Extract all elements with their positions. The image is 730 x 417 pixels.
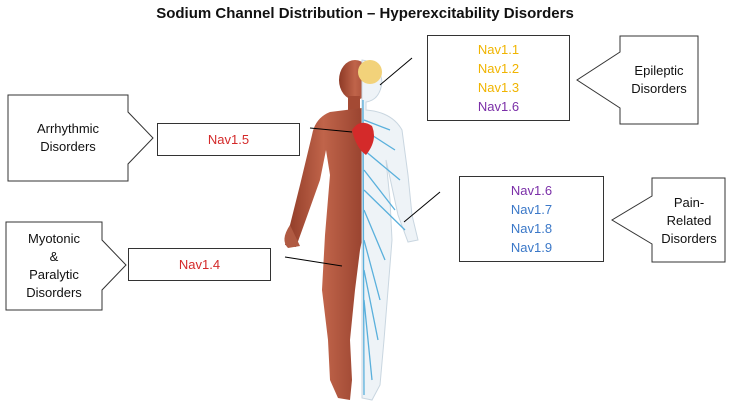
leader-line-heart [309, 127, 353, 133]
channel-label: Nav1.1 [477, 42, 520, 57]
myotonic-line-1: Myotonic [27, 231, 81, 246]
leader-line-nerve [403, 191, 441, 223]
channel-label: Nav1.6 [477, 99, 520, 114]
channel-box-brain: Nav1.1 Nav1.2 Nav1.3 Nav1.6 [427, 35, 570, 121]
channel-label: Nav1.7 [510, 202, 553, 217]
channel-label: Nav1.4 [178, 257, 221, 272]
channel-box-heart: Nav1.5 [157, 123, 300, 156]
channel-box-muscle: Nav1.4 [128, 248, 271, 281]
epileptic-line-2: Disorders [631, 81, 687, 96]
arrhythmic-line-1: Arrhythmic [36, 121, 100, 136]
pain-line-3: Disorders [661, 231, 717, 246]
pain-label: Pain- Related Disorders [654, 182, 724, 260]
myotonic-line-2: & [49, 249, 59, 264]
epileptic-line-1: Epileptic [634, 63, 684, 78]
diagram-title: Sodium Channel Distribution – Hyperexcit… [156, 5, 574, 22]
pain-line-2: Related [666, 213, 712, 228]
nerve-half [352, 59, 419, 401]
myotonic-line-3: Paralytic [29, 267, 79, 282]
leader-line-muscle [284, 256, 343, 267]
channel-label: Nav1.5 [207, 132, 250, 147]
myotonic-line-4: Disorders [26, 285, 82, 300]
arrow-epileptic [576, 35, 699, 125]
myotonic-label: Myotonic & Paralytic Disorders [8, 226, 100, 306]
arrow-myotonic [5, 221, 127, 311]
channel-label: Nav1.2 [477, 61, 520, 76]
leader-line-brain [379, 57, 413, 86]
epileptic-label: Epileptic Disorders [622, 40, 696, 120]
arrhythmic-line-2: Disorders [40, 139, 96, 154]
channel-label: Nav1.3 [477, 80, 520, 95]
channel-label: Nav1.9 [510, 240, 553, 255]
channel-label: Nav1.6 [510, 183, 553, 198]
pain-line-1: Pain- [673, 195, 705, 210]
channel-label: Nav1.8 [510, 221, 553, 236]
arrow-pain [611, 177, 726, 263]
arrow-arrhythmic [7, 94, 154, 182]
arrhythmic-label: Arrhythmic Disorders [12, 100, 124, 176]
channel-box-nerve: Nav1.6 Nav1.7 Nav1.8 Nav1.9 [459, 176, 604, 262]
